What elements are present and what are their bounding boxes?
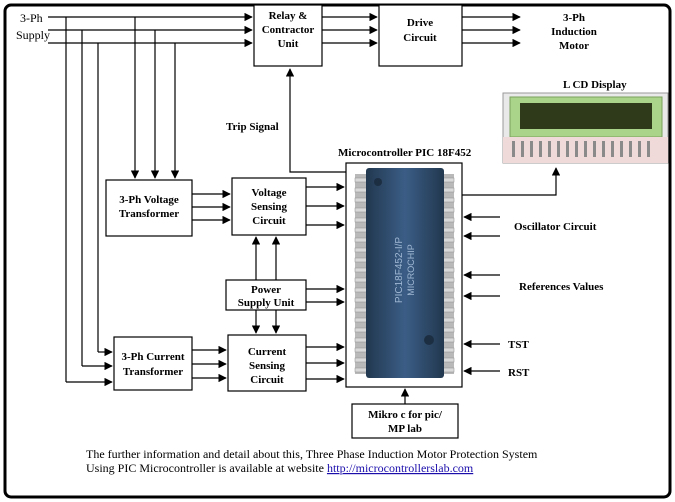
supply-lines [48, 12, 253, 387]
lcd-display-image [502, 92, 669, 164]
rst-label: RST [508, 367, 530, 379]
lcd-pin [521, 141, 524, 157]
chip-pin [354, 237, 368, 243]
svg-text:MICROCHIP: MICROCHIP [406, 244, 416, 296]
power-path-lines [285, 12, 521, 173]
chip-pin [354, 207, 368, 213]
vt-label-line2: Transformer [119, 208, 179, 220]
chip-pin [354, 357, 368, 363]
cs-label-line3: Circuit [250, 374, 284, 386]
tst-label: TST [508, 339, 529, 351]
cs-label-line2: Sensing [249, 360, 286, 372]
lcd-pin [557, 141, 560, 157]
chip-pin [354, 367, 368, 373]
chip-pin [354, 267, 368, 273]
chip-pin [354, 257, 368, 263]
footer-line2: Using PIC Microcontroller is available a… [86, 461, 474, 475]
chip-pin [354, 217, 368, 223]
chip-pin [354, 177, 368, 183]
mikroc-box [351, 403, 459, 439]
psu-label-line1: Power [251, 284, 281, 296]
lcd-pin [629, 141, 632, 157]
footer-line1: The further information and detail about… [86, 447, 538, 461]
microcontroller-title: Microcontroller PIC 18F452 [338, 147, 472, 159]
lcd-pin [602, 141, 605, 157]
references-label: References Values [519, 281, 604, 293]
lcd-pin [647, 141, 650, 157]
chip-pin [354, 297, 368, 303]
mikroc-label-line2: MP lab [388, 423, 422, 435]
chip-pin [354, 347, 368, 353]
vt-label-line1: 3-Ph Voltage [119, 194, 179, 206]
supply-label-line1: 3-Ph [20, 11, 43, 25]
relay-label-line1: Relay & [269, 10, 308, 22]
lcd-pin [593, 141, 596, 157]
svg-text:PIC18F452-I/P: PIC18F452-I/P [394, 237, 405, 303]
chip-pin [354, 247, 368, 253]
ct-label-line1: 3-Ph Current [121, 351, 184, 363]
chip-pin [354, 287, 368, 293]
power-supply-unit-box [225, 279, 307, 311]
ct-label-line2: Transformer [123, 366, 183, 378]
lcd-pin [638, 141, 641, 157]
trip-signal-label: Trip Signal [226, 121, 279, 133]
current-sensing-circuit-box [227, 334, 307, 392]
drive-circuit-box [378, 4, 463, 67]
chip-pin [354, 337, 368, 343]
psu-label-line2: Supply Unit [238, 297, 295, 309]
chip-pin [354, 277, 368, 283]
chip-pin [354, 317, 368, 323]
pic-chip-image: PIC18F452-I/P MICROCHIP [354, 168, 455, 378]
vs-label-line3: Circuit [252, 215, 286, 227]
motor-label-line1: 3-Ph [563, 12, 585, 24]
mikroc-label-line1: Mikro c for pic/ [368, 409, 443, 421]
lcd-pin [575, 141, 578, 157]
vs-label-line2: Sensing [251, 201, 288, 213]
relay-label-line3: Unit [278, 38, 299, 50]
voltage-transformer-box [105, 179, 193, 237]
lcd-pin [566, 141, 569, 157]
lcd-pin [584, 141, 587, 157]
lcd-pin [611, 141, 614, 157]
chip-pin [354, 227, 368, 233]
relay-contractor-unit-box [253, 4, 323, 67]
footer-line2-prefix: Using PIC Microcontroller is available a… [86, 461, 327, 475]
signal-lines [192, 167, 561, 404]
lcd-pin [548, 141, 551, 157]
website-link[interactable]: http://microcontrollerslab.com [327, 461, 474, 475]
chip-pin [354, 307, 368, 313]
lcd-pin [530, 141, 533, 157]
lcd-pin [539, 141, 542, 157]
lcd-pin [620, 141, 623, 157]
lcd-display-title: L CD Display [563, 79, 627, 91]
oscillator-label: Oscillator Circuit [514, 221, 597, 233]
chip-pin [354, 197, 368, 203]
outer-frame [3, 3, 672, 499]
voltage-sensing-circuit-box [231, 177, 307, 236]
motor-label-line2: Induction [551, 26, 597, 38]
drive-label-line1: Drive [407, 17, 433, 29]
lcd-pin [512, 141, 515, 157]
chip-pin [354, 327, 368, 333]
current-transformer-box [113, 336, 193, 391]
supply-label-line2: Supply [16, 28, 50, 42]
drive-label-line2: Circuit [403, 32, 437, 44]
cs-label-line1: Current [248, 346, 287, 358]
vs-label-line1: Voltage [251, 187, 286, 199]
motor-label-line3: Motor [559, 40, 589, 52]
chip-pin [354, 187, 368, 193]
relay-label-line2: Contractor [262, 24, 315, 36]
